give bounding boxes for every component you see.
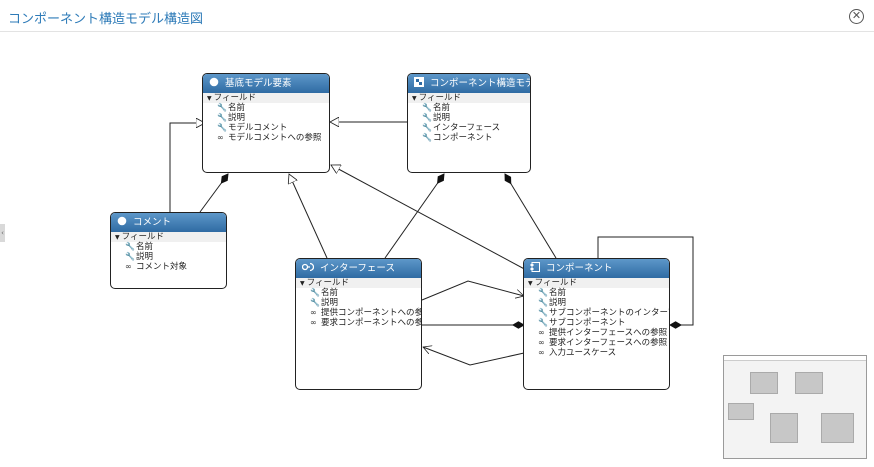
- field-item[interactable]: 🔧インターフェース: [422, 123, 501, 133]
- field-item[interactable]: 🔧コンポーネント: [422, 133, 493, 143]
- model-icon: [414, 77, 424, 87]
- minimap-node-comment: [728, 403, 754, 420]
- section-fields[interactable]: ▼フィールド: [203, 93, 329, 103]
- node-header: 基底モデル要素: [203, 74, 329, 93]
- wrench-icon: 🔧: [422, 113, 432, 122]
- edge-comment-composition: [199, 173, 229, 213]
- node-component[interactable]: コンポーネント ▼フィールド 🔧名前 🔧説明 🔧サブコンポーネントのインターフェ…: [523, 258, 670, 390]
- link-icon: ∞: [310, 318, 317, 327]
- wrench-icon: 🔧: [538, 318, 548, 327]
- edge-component-composition: [504, 173, 557, 259]
- node-title: コメント: [133, 217, 172, 228]
- field-item[interactable]: ∞要求インターフェースへの参照: [538, 338, 668, 348]
- collapse-handle[interactable]: ‹: [0, 224, 5, 242]
- field-item[interactable]: 🔧説明: [217, 113, 246, 123]
- field-item[interactable]: 🔧説明: [538, 298, 567, 308]
- minimap-node-base: [750, 372, 778, 394]
- node-title: コンポーネント構造モデル: [430, 78, 530, 89]
- wrench-icon: 🔧: [422, 123, 432, 132]
- wrench-icon: 🔧: [310, 288, 320, 297]
- node-base-model-element[interactable]: 基底モデル要素 ▼フィールド 🔧名前 🔧説明 🔧モデルコメント ∞モデルコメント…: [202, 73, 330, 173]
- field-item[interactable]: 🔧名前: [125, 242, 154, 252]
- minimap-node-component: [821, 413, 854, 443]
- minimap-bar: [724, 356, 866, 361]
- field-item[interactable]: ∞提供インターフェースへの参照: [538, 328, 668, 338]
- field-item[interactable]: 🔧サブコンポーネント: [538, 318, 626, 328]
- field-item[interactable]: ∞入力ユースケース: [538, 348, 617, 358]
- edge-self-composition: [597, 236, 694, 329]
- node-header: インターフェース: [296, 259, 421, 278]
- field-item[interactable]: ∞コメント対象: [125, 262, 188, 272]
- field-item[interactable]: 🔧サブコンポーネントのインターフェース: [538, 308, 669, 318]
- field-item[interactable]: 🔧説明: [125, 252, 154, 262]
- node-title: 基底モデル要素: [225, 78, 292, 89]
- field-item[interactable]: ∞要求コンポーネントへの参照: [310, 318, 422, 328]
- section-fields[interactable]: ▼フィールド: [408, 93, 530, 103]
- node-title: インターフェース: [320, 263, 395, 274]
- node-header: コンポーネント: [524, 259, 669, 278]
- field-item[interactable]: ∞提供コンポーネントへの参照: [310, 308, 422, 318]
- edge-required-ref: [423, 347, 525, 366]
- section-fields[interactable]: ▼フィールド: [524, 278, 669, 288]
- node-interface[interactable]: インターフェース ▼フィールド 🔧名前 🔧説明 ∞提供コンポーネントへの参照 ∞…: [295, 258, 422, 390]
- wrench-icon: 🔧: [217, 103, 227, 112]
- field-item[interactable]: 🔧説明: [422, 113, 451, 123]
- wrench-icon: 🔧: [217, 113, 227, 122]
- wrench-icon: 🔧: [422, 133, 432, 142]
- minimap[interactable]: [723, 355, 867, 459]
- field-item[interactable]: 🔧名前: [538, 288, 567, 298]
- component-icon: [530, 262, 540, 272]
- edge-provided-ref: [421, 280, 524, 301]
- wrench-icon: 🔧: [310, 298, 320, 307]
- node-title: コンポーネント: [546, 263, 613, 274]
- wrench-icon: 🔧: [538, 288, 548, 297]
- wrench-icon: 🔧: [125, 252, 135, 261]
- window-title: コンポーネント構造モデル構造図: [8, 12, 204, 27]
- wrench-icon: 🔧: [538, 308, 548, 317]
- interface-icon: [302, 262, 314, 272]
- wrench-icon: 🔧: [125, 242, 135, 251]
- link-icon: ∞: [538, 338, 545, 347]
- node-header: コンポーネント構造モデル: [408, 74, 530, 93]
- minimap-node-interface: [770, 413, 798, 443]
- link-icon: ∞: [125, 262, 132, 271]
- edge-component-base: [331, 165, 531, 273]
- circle-icon: [117, 216, 127, 226]
- wrench-icon: 🔧: [422, 103, 432, 112]
- field-item[interactable]: 🔧名前: [310, 288, 339, 298]
- field-item[interactable]: 🔧説明: [310, 298, 339, 308]
- field-item[interactable]: 🔧名前: [217, 103, 246, 113]
- edge-comment-base: [169, 123, 205, 212]
- link-icon: ∞: [538, 348, 545, 357]
- node-comment[interactable]: コメント ▼フィールド 🔧名前 🔧説明 ∞コメント対象: [110, 212, 227, 289]
- section-fields[interactable]: ▼フィールド: [111, 232, 226, 242]
- close-icon[interactable]: ✕: [849, 9, 864, 24]
- link-icon: ∞: [217, 133, 224, 142]
- field-item[interactable]: 🔧モデルコメント: [217, 123, 288, 133]
- section-fields[interactable]: ▼フィールド: [296, 278, 421, 288]
- link-icon: ∞: [310, 308, 317, 317]
- minimap-node-model: [795, 372, 823, 394]
- link-icon: ∞: [538, 328, 545, 337]
- node-header: コメント: [111, 213, 226, 232]
- wrench-icon: 🔧: [217, 123, 227, 132]
- edge-interface-base: [289, 174, 328, 259]
- title-divider: [0, 31, 874, 32]
- circle-icon: [209, 77, 219, 87]
- field-item[interactable]: 🔧名前: [422, 103, 451, 113]
- wrench-icon: 🔧: [538, 298, 548, 307]
- field-item[interactable]: ∞モデルコメントへの参照: [217, 133, 322, 143]
- node-component-structure-model[interactable]: コンポーネント構造モデル ▼フィールド 🔧名前 🔧説明 🔧インターフェース 🔧コ…: [407, 73, 531, 173]
- edge-interface-composition: [384, 173, 445, 259]
